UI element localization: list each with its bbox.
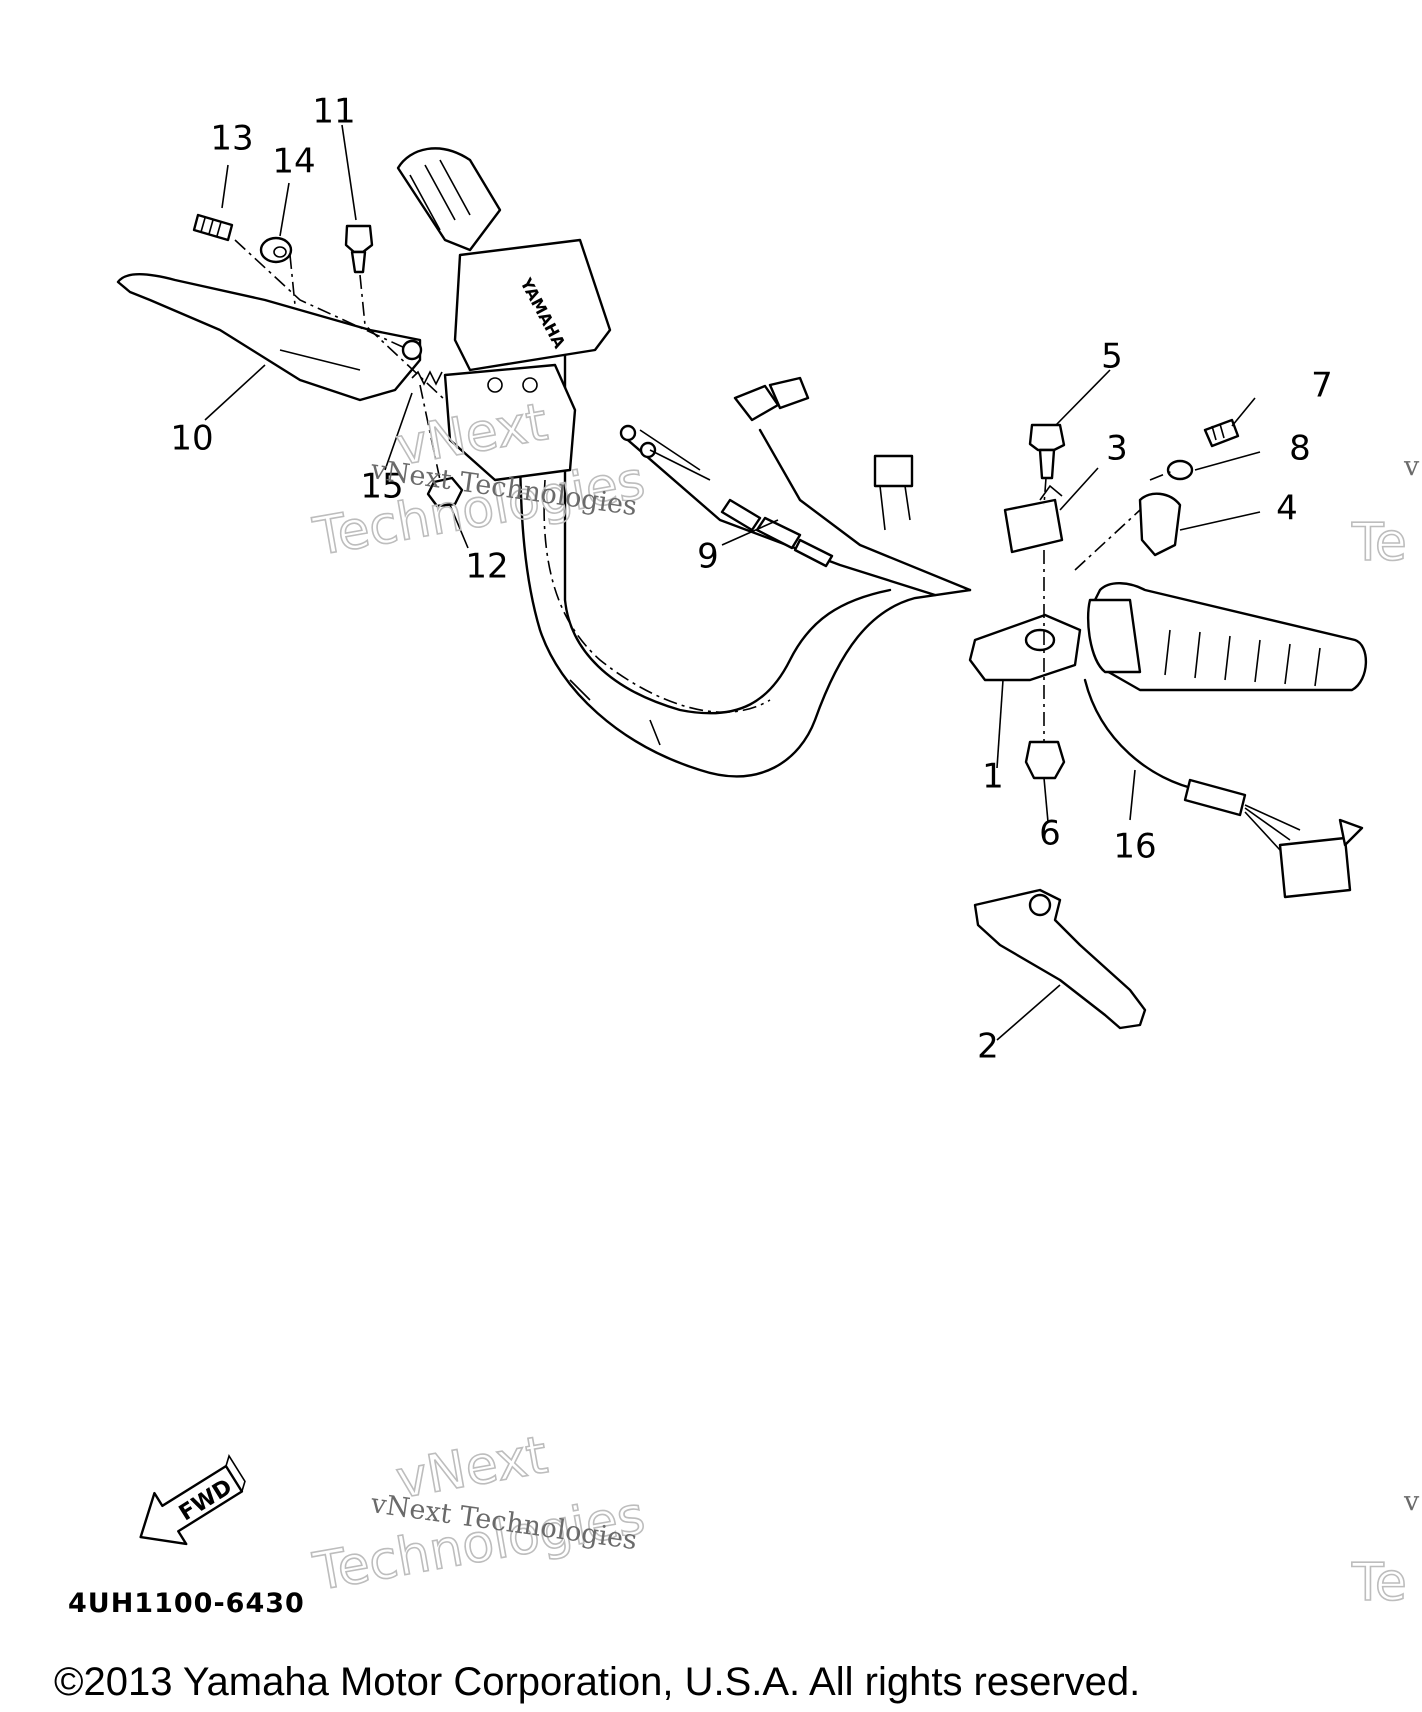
part-code: 4UH1100-6430 <box>68 1588 305 1619</box>
callout-14: 14 <box>272 142 315 182</box>
clamp-4 <box>1138 492 1182 557</box>
callout-4: 4 <box>1276 489 1298 529</box>
nut-6 <box>1024 740 1066 780</box>
brake-lever-10 <box>116 273 423 402</box>
watermark-lower: vNext Technologies vNext Technologies <box>308 1425 650 1604</box>
callout-13: 13 <box>210 119 253 159</box>
master-cylinder-bracket <box>443 363 577 482</box>
left-switch-housing: YAMAHA <box>453 238 612 372</box>
callout-3: 3 <box>1106 429 1128 469</box>
callout-2: 2 <box>977 1027 999 1067</box>
callout-12: 12 <box>465 547 508 587</box>
switch-3 <box>1003 484 1064 554</box>
watermark-edge-te-2: Te <box>1351 1553 1407 1613</box>
bolt-11 <box>344 224 374 274</box>
watermark-edge: v Te v Te <box>1350 451 1420 1614</box>
callout-10: 10 <box>170 419 213 459</box>
callout-1: 1 <box>982 757 1004 797</box>
fwd-arrow-icon: FWD <box>139 1453 246 1546</box>
throttle-cable-9 <box>619 424 937 597</box>
watermark-edge-v-2: v <box>1403 1486 1420 1517</box>
lever-holder-1 <box>968 613 1082 682</box>
callout-15: 15 <box>360 467 403 507</box>
bolt-5 <box>1028 423 1066 480</box>
assembly-lines-left <box>234 239 446 481</box>
clutch-lever-2 <box>973 888 1147 1030</box>
callout-11: 11 <box>312 92 355 132</box>
wire-harness-top <box>733 376 972 592</box>
callout-7: 7 <box>1311 366 1333 406</box>
copyright-notice: ©2013 Yamaha Motor Corporation, U.S.A. A… <box>54 1660 1140 1704</box>
callout-6: 6 <box>1039 814 1061 854</box>
screw-7 <box>1203 418 1240 448</box>
right-grip <box>1086 582 1368 692</box>
callout-labels: 13 14 11 10 15 12 9 5 3 7 8 4 1 6 16 2 <box>170 92 1332 1067</box>
left-grip <box>396 147 502 252</box>
wire-harness-16 <box>1083 678 1364 899</box>
handlebar <box>518 318 972 778</box>
callout-5: 5 <box>1101 337 1123 377</box>
callout-8: 8 <box>1289 429 1311 469</box>
washer-8 <box>1166 459 1194 481</box>
leader-lines <box>204 124 1261 1041</box>
watermark-edge-v-1: v <box>1403 451 1420 482</box>
bolt-13 <box>192 213 234 242</box>
callout-16: 16 <box>1113 827 1156 867</box>
assembly-lines-right <box>1043 469 1176 742</box>
callout-9: 9 <box>697 537 719 577</box>
nut-12 <box>426 476 464 508</box>
nut-14 <box>259 236 293 264</box>
watermark-edge-te-1: Te <box>1351 513 1407 573</box>
